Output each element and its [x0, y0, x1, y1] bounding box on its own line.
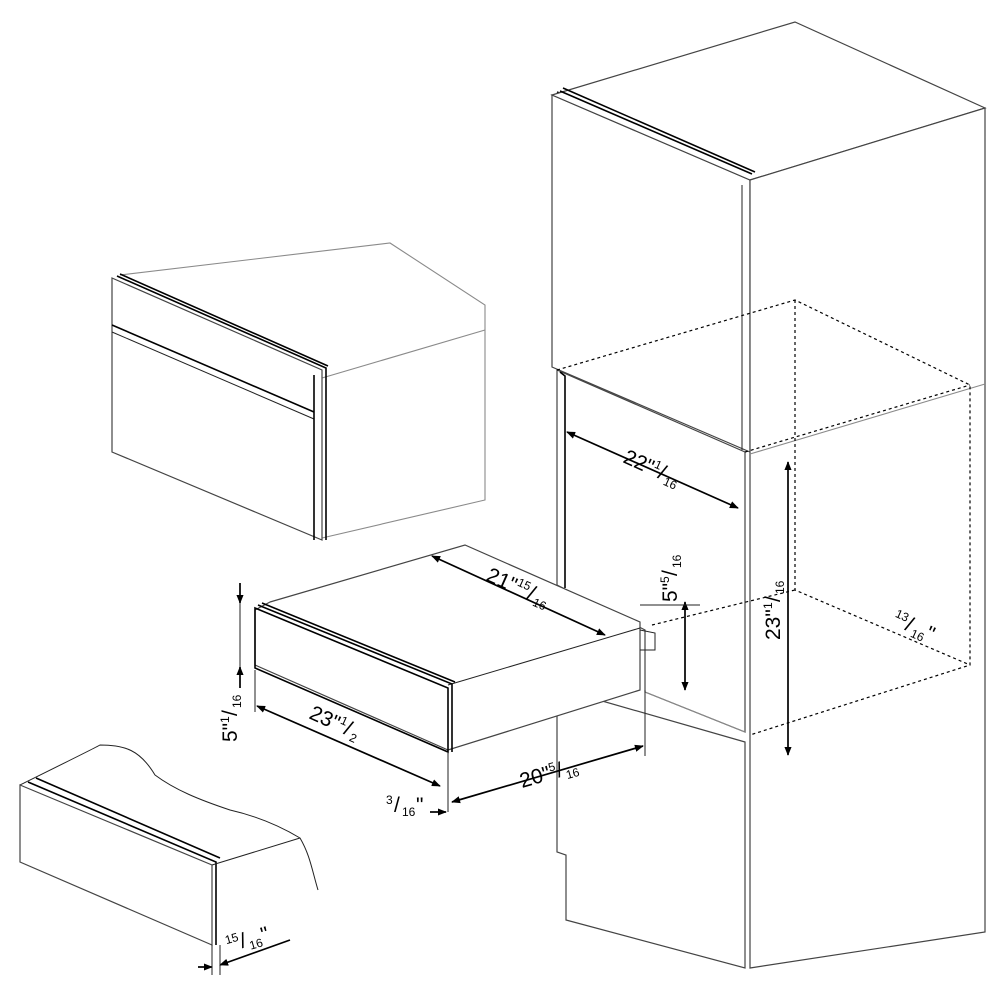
dim-label-cabinet-height: 23" 1 / 16 — [761, 580, 787, 640]
cabinet-top-trim — [559, 87, 756, 175]
oven-appliance — [111, 242, 486, 541]
dim-label-niche-height: 5" 5 / 16 — [658, 554, 684, 602]
hidden-space-back — [794, 300, 971, 666]
cabinet-side-panel — [749, 107, 986, 969]
tall-cabinet — [550, 21, 987, 969]
drawer-rear-bracket — [639, 629, 656, 651]
detail-top-edge — [211, 837, 301, 866]
dim-line-body-width — [451, 744, 644, 804]
dim-line-cabinet-width — [566, 431, 739, 509]
dim-num: 15 — [515, 575, 533, 593]
dim-num: 1 — [218, 716, 232, 723]
dim-den: 16 — [230, 694, 244, 708]
dim-line-drawer-depth — [431, 555, 606, 636]
detail-front-panel — [19, 784, 213, 946]
dim-num: 15 — [223, 930, 240, 947]
dim-num: 3 — [386, 793, 393, 807]
drawer-handle-lip — [257, 602, 456, 752]
dim-slash: / — [762, 596, 785, 602]
dim-main: 5" — [219, 723, 242, 742]
dim-den: 16 — [908, 626, 926, 644]
oven-frame — [116, 273, 329, 540]
cut-line — [19, 744, 319, 891]
dim-slash: / — [219, 710, 242, 716]
dim-den: 16 — [773, 580, 787, 594]
dim-den: 16 — [564, 765, 581, 782]
hidden-space-outline — [556, 299, 971, 736]
oven-door-line — [111, 331, 315, 420]
lower-cabinet — [556, 687, 746, 969]
dim-den: 16 — [531, 595, 549, 613]
oven-body-outline — [119, 242, 486, 539]
dimension-lines — [198, 431, 792, 975]
niche-floor-edge — [644, 691, 746, 733]
dim-line-front-width — [256, 705, 441, 787]
side-panel-line — [749, 383, 986, 455]
dim-num: 5 — [547, 759, 558, 774]
dim-label-front-thickness: 15 / 16 " — [223, 923, 271, 953]
dim-den: 16 — [248, 935, 265, 952]
dim-label-front-height: 5" 1 / 16 — [218, 694, 244, 742]
dim-num: 5 — [658, 576, 672, 583]
oven-front-panel — [111, 277, 323, 541]
dim-den: 16 — [661, 474, 679, 492]
dim-num: 1 — [761, 602, 775, 609]
drawer-top-front-edge — [447, 627, 641, 686]
dim-main: 5" — [659, 583, 682, 602]
oven-control-line — [111, 324, 315, 413]
dim-suffix: " — [416, 794, 423, 817]
oven-body-top-edge — [321, 329, 486, 379]
dim-arrow-thickness-right — [219, 939, 291, 966]
dim-num: 13 — [893, 606, 911, 624]
dim-main: 23" — [762, 609, 785, 640]
dim-label-front-gap: 3 / 16 " — [386, 793, 423, 819]
detail-front-lip — [27, 777, 221, 945]
niche-inner-edge — [559, 371, 566, 588]
hidden-space-floor — [651, 589, 796, 626]
dim-slash: / — [394, 794, 400, 817]
drawer-detail — [19, 744, 319, 946]
dim-den: 16 — [670, 554, 684, 568]
dim-slash: / — [659, 570, 682, 576]
dim-den: 16 — [402, 805, 416, 819]
